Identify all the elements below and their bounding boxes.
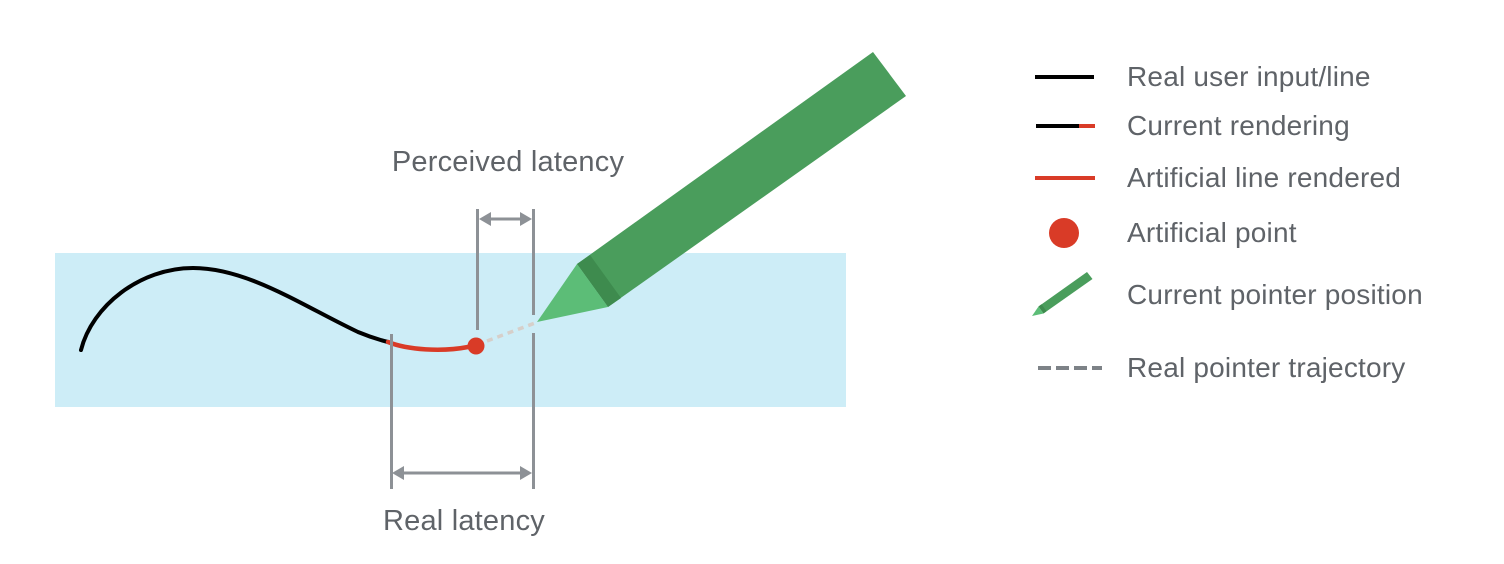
legend-label: Artificial point [1127, 217, 1297, 248]
legend-label: Current pointer position [1127, 279, 1423, 310]
arrowhead-left-icon [392, 466, 404, 480]
legend-item-current-rendering: Current rendering [1020, 108, 1500, 144]
real-latency-arrow [392, 466, 532, 480]
black-red-line-swatch-icon [1020, 108, 1108, 144]
legend-item-real-user-input: Real user input/line [1020, 59, 1500, 95]
measurement-lines [390, 209, 535, 489]
real-user-input-curve [79, 265, 390, 352]
legend-label: Real user input/line [1127, 61, 1371, 92]
legend-label: Artificial line rendered [1127, 162, 1402, 193]
pencil-swatch-icon [1020, 272, 1108, 316]
artificial-point-dot [467, 337, 485, 355]
perceived-latency-label: Perceived latency [391, 146, 625, 178]
pencil-tip [537, 264, 608, 322]
red-line-swatch-icon [1020, 160, 1108, 196]
legend-item-real-trajectory: Real pointer trajectory [1020, 350, 1500, 386]
legend-item-artificial-point: Artificial point [1020, 215, 1500, 251]
legend-item-artificial-line: Artificial line rendered [1020, 160, 1500, 196]
pencil-facet [577, 255, 621, 307]
legend: Real user input/line Current rendering A… [1020, 0, 1500, 564]
black-line-swatch-icon [1020, 59, 1108, 95]
arrowhead-left-icon [479, 212, 491, 226]
pencil-body [577, 52, 906, 307]
real-pointer-trajectory-dashes [486, 321, 536, 343]
legend-label: Real pointer trajectory [1127, 352, 1406, 383]
legend-label: Current rendering [1127, 110, 1350, 141]
gray-dashes-swatch-icon [1020, 350, 1108, 386]
perceived-latency-arrow [479, 212, 532, 226]
artificial-line-rendered-curve [385, 339, 471, 352]
legend-item-current-pointer: Current pointer position [1020, 272, 1500, 316]
real-latency-label: Real latency [383, 505, 545, 537]
arrowhead-right-icon [520, 212, 532, 226]
touch-surface-band [55, 253, 846, 407]
arrowhead-right-icon [520, 466, 532, 480]
stylus-icon [537, 52, 906, 322]
latency-diagram [55, 52, 906, 489]
red-dot-swatch-icon [1020, 215, 1108, 251]
